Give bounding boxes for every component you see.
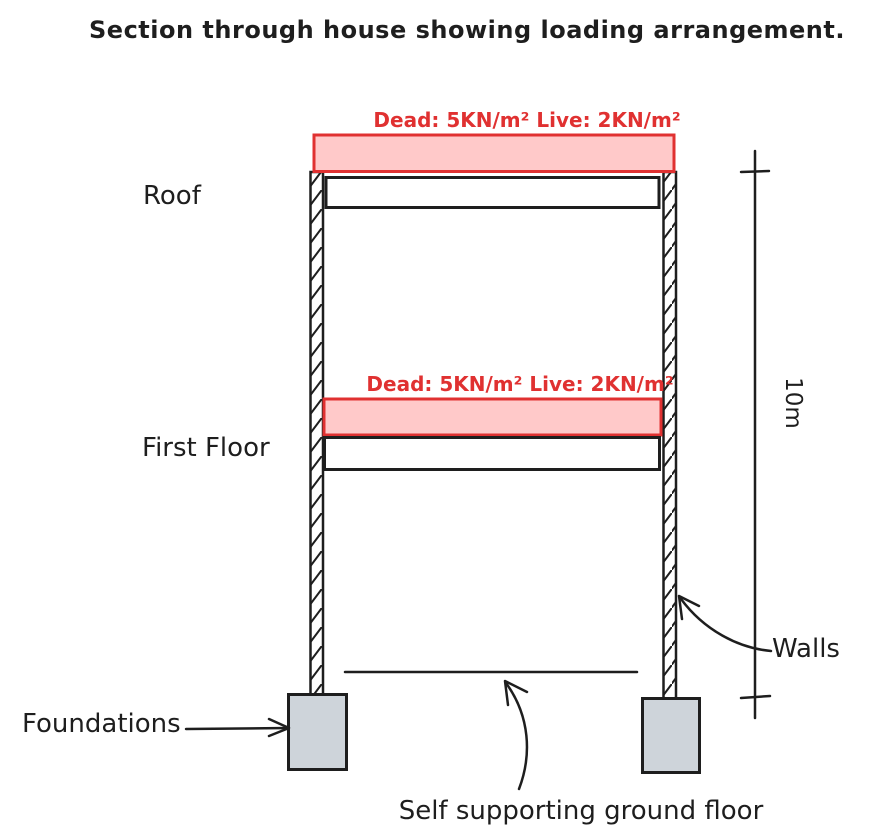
ground-floor-arrow [504, 681, 529, 791]
first-floor-load-label: Dead: 5KN/m² Live: 2KN/m² [366, 372, 673, 396]
roof-label: Roof [143, 181, 202, 211]
first-floor-label: First Floor [142, 433, 270, 463]
right-foundation [641, 697, 701, 774]
dimension-label: 10m [780, 377, 806, 429]
foundations-label: Foundations [22, 709, 181, 739]
first-floor-load-rect [322, 397, 663, 437]
first-floor-slab [323, 436, 661, 471]
walls-label: Walls [772, 634, 840, 664]
dimension-tick-bottom [739, 694, 772, 700]
foundations-arrow-head [267, 717, 291, 738]
left-foundation [287, 693, 348, 771]
walls-arrow-head [677, 594, 701, 621]
ground-floor-arrow-head [503, 679, 529, 707]
left-wall [309, 170, 325, 697]
roof-slab [324, 176, 661, 209]
ground-floor-label: Self supporting ground floor [399, 796, 764, 826]
right-wall [662, 170, 678, 701]
diagram-title: Section through house showing loading ar… [89, 16, 845, 44]
roof-load-label: Dead: 5KN/m² Live: 2KN/m² [373, 108, 680, 132]
foundations-arrow [184, 726, 290, 731]
walls-arrow [679, 597, 773, 653]
dimension-tick-top [739, 169, 771, 174]
roof-load-rect [312, 133, 676, 173]
